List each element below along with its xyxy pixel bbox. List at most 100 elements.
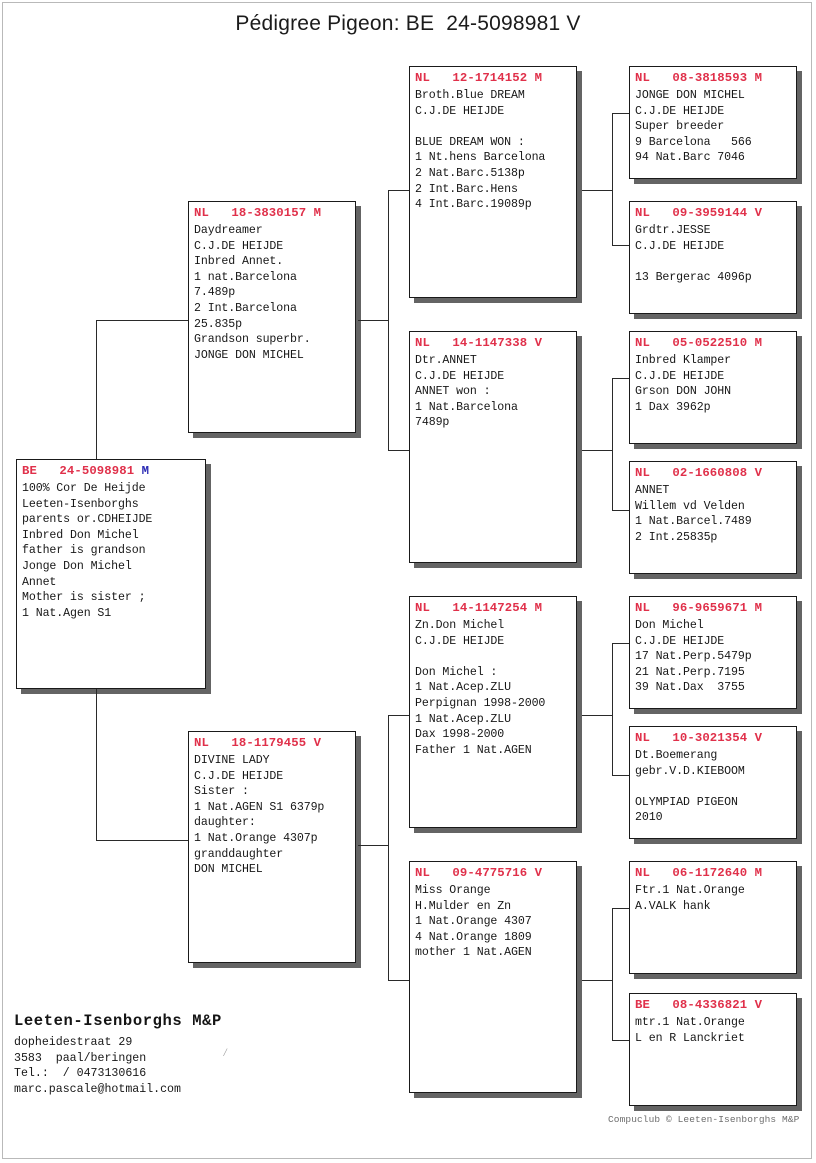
detail-line: C.J.DE HEIJDE xyxy=(635,369,725,383)
detail-line: DON MICHEL xyxy=(194,863,263,877)
detail-line: Broth.Blue DREAM xyxy=(415,89,525,102)
pedigree-box-grandparent-4[interactable]: NL 09-4775716 V Miss Orange H.Mulder en … xyxy=(409,861,577,1093)
detail-line: 1 Nat.Acep.ZLU xyxy=(415,712,512,726)
detail-line: 100% Cor De Heijde xyxy=(22,482,146,495)
detail-line: 1 Nat.Barcelona xyxy=(415,400,518,414)
ring-number-grandparent-3: NL 14-1147254 M xyxy=(415,601,543,615)
ring-number-grandparent-4: NL 09-4775716 V xyxy=(415,866,543,880)
pedigree-box-great-grandparent-8[interactable]: BE 08-4336821 V mtr.1 Nat.Orange L en R … xyxy=(629,993,797,1106)
connector-mother-to-gp3 xyxy=(388,715,410,716)
detail-line: Sister : xyxy=(194,785,249,799)
detail-line: Dt.Boemerang xyxy=(635,749,718,762)
detail-line: 2 Int.Barc.Hens xyxy=(415,182,518,196)
detail-lines-father: Daydreamer C.J.DE HEIJDE Inbred Annet. 1… xyxy=(189,223,355,363)
detail-line: 4 Nat.Orange 1809 xyxy=(415,930,532,944)
detail-line: 13 Bergerac 4096p xyxy=(635,270,752,284)
pedigree-box-father[interactable]: NL 18-3830157 M Daydreamer C.J.DE HEIJDE… xyxy=(188,201,356,433)
pedigree-box-great-grandparent-1[interactable]: NL 08-3818593 M JONGE DON MICHEL C.J.DE … xyxy=(629,66,797,179)
detail-line: 1 nat.Barcelona xyxy=(194,270,297,284)
pedigree-box-great-grandparent-4[interactable]: NL 02-1660808 V ANNET Willem vd Velden 1… xyxy=(629,461,797,574)
detail-line: Mother is sister ; xyxy=(22,591,146,605)
pedigree-box-great-grandparent-2[interactable]: NL 09-3959144 V Grdtr.JESSE C.J.DE HEIJD… xyxy=(629,201,797,314)
detail-lines-great-grandparent-5: Don Michel C.J.DE HEIJDE 17 Nat.Perp.547… xyxy=(630,618,796,696)
ring-number-great-grandparent-3: NL 05-0522510 M xyxy=(635,336,763,350)
detail-line: Grdtr.JESSE xyxy=(635,224,711,237)
detail-line: 1 Nat.Orange 4307p xyxy=(194,831,318,845)
detail-lines-grandparent-1: Broth.Blue DREAM C.J.DE HEIJDE BLUE DREA… xyxy=(410,88,576,213)
detail-line: 1 Nat.AGEN S1 6379p xyxy=(194,800,325,814)
pedigree-box-mother[interactable]: NL 18-1179455 V DIVINE LADY C.J.DE HEIJD… xyxy=(188,731,356,963)
ring-number-grandparent-1: NL 12-1714152 M xyxy=(415,71,543,85)
ring-number-father: NL 18-3830157 M xyxy=(194,206,322,220)
detail-line: Super breeder xyxy=(635,120,725,134)
detail-line: ANNET won : xyxy=(415,385,491,399)
detail-line: Dtr.ANNET xyxy=(415,354,477,367)
connector-father-to-gp2 xyxy=(388,450,410,451)
ring-number-great-grandparent-7: NL 06-1172640 M xyxy=(635,866,763,880)
sex-glyph-subject: M xyxy=(141,464,150,478)
detail-line: DIVINE LADY xyxy=(194,754,270,767)
detail-line: A.VALK hank xyxy=(635,899,711,913)
detail-lines-great-grandparent-4: ANNET Willem vd Velden 1 Nat.Barcel.7489… xyxy=(630,483,796,545)
detail-line: Leeten-Isenborghs xyxy=(22,497,139,511)
detail-line: Dax 1998-2000 xyxy=(415,728,505,742)
ring-number-great-grandparent-1: NL 08-3818593 M xyxy=(635,71,763,85)
ring-number-great-grandparent-2: NL 09-3959144 V xyxy=(635,206,763,220)
breeder-name: Leeten-Isenborghs M&P xyxy=(14,1012,222,1030)
detail-line: Don Michel xyxy=(635,619,704,632)
pedigree-box-grandparent-2[interactable]: NL 14-1147338 V Dtr.ANNET C.J.DE HEIJDE … xyxy=(409,331,577,563)
detail-lines-mother: DIVINE LADY C.J.DE HEIJDE Sister : 1 Nat… xyxy=(189,753,355,878)
detail-line: 94 Nat.Barc 7046 xyxy=(635,151,745,165)
pedigree-box-grandparent-1[interactable]: NL 12-1714152 M Broth.Blue DREAM C.J.DE … xyxy=(409,66,577,298)
detail-line: Miss Orange xyxy=(415,884,491,897)
scan-artifact-mark: ⁄ xyxy=(222,1048,229,1060)
detail-line: 4 Int.Barc.19089p xyxy=(415,198,532,212)
detail-line: 1 Nat.Acep.ZLU xyxy=(415,681,512,695)
detail-lines-grandparent-3: Zn.Don Michel C.J.DE HEIJDE Don Michel :… xyxy=(410,618,576,758)
pedigree-box-subject[interactable]: BE 24-5098981 M 100% Cor De Heijde Leete… xyxy=(16,459,206,689)
connector-gp4-trunk xyxy=(612,908,613,1040)
connector-gp2-trunk xyxy=(612,378,613,510)
detail-line: 7.489p xyxy=(194,286,236,300)
connector-gp4-stub xyxy=(582,980,612,981)
detail-line: Ftr.1 Nat.Orange xyxy=(635,884,745,897)
detail-line: C.J.DE HEIJDE xyxy=(415,369,505,383)
ring-number-grandparent-2: NL 14-1147338 V xyxy=(415,336,543,350)
detail-line: 1 Dax 3962p xyxy=(635,400,711,414)
pedigree-box-great-grandparent-5[interactable]: NL 96-9659671 M Don Michel C.J.DE HEIJDE… xyxy=(629,596,797,709)
connector-gp2-stub xyxy=(582,450,612,451)
connector-father-stub xyxy=(358,320,388,321)
detail-line: Inbred Klamper xyxy=(635,354,732,367)
breeder-email: marc.pascale@hotmail.com xyxy=(14,1082,181,1096)
connector-subject-to-mother xyxy=(96,840,188,841)
pedigree-box-great-grandparent-3[interactable]: NL 05-0522510 M Inbred Klamper C.J.DE HE… xyxy=(629,331,797,444)
detail-line: Daydreamer xyxy=(194,224,263,237)
detail-line xyxy=(415,649,576,665)
connector-gp3-trunk xyxy=(612,643,613,775)
detail-line: 25.835p xyxy=(194,317,243,331)
pedigree-box-great-grandparent-7[interactable]: NL 06-1172640 M Ftr.1 Nat.Orange A.VALK … xyxy=(629,861,797,974)
pedigree-box-grandparent-3[interactable]: NL 14-1147254 M Zn.Don Michel C.J.DE HEI… xyxy=(409,596,577,828)
connector-gp1-trunk xyxy=(612,113,613,245)
detail-lines-great-grandparent-1: JONGE DON MICHEL C.J.DE HEIJDE Super bre… xyxy=(630,88,796,166)
detail-line: Inbred Annet. xyxy=(194,255,284,269)
detail-line: C.J.DE HEIJDE xyxy=(635,634,725,648)
detail-line xyxy=(635,254,796,270)
detail-line: 2 Nat.Barc.5138p xyxy=(415,166,525,180)
connector-gp3-to-ggp6 xyxy=(612,775,630,776)
connector-gp1-to-ggp1 xyxy=(612,113,630,114)
detail-line: Inbred Don Michel xyxy=(22,528,139,542)
detail-line: C.J.DE HEIJDE xyxy=(194,239,284,253)
ring-number-great-grandparent-6: NL 10-3021354 V xyxy=(635,731,763,745)
detail-line: Don Michel : xyxy=(415,665,498,679)
ring-number-subject: BE 24-5098981 M xyxy=(22,464,150,478)
detail-line: mtr.1 Nat.Orange xyxy=(635,1016,745,1029)
detail-line: 1 Nt.hens Barcelona xyxy=(415,151,546,165)
detail-line: C.J.DE HEIJDE xyxy=(635,239,725,253)
ring-number-great-grandparent-5: NL 96-9659671 M xyxy=(635,601,763,615)
connector-gp1-to-ggp2 xyxy=(612,245,630,246)
detail-line: OLYMPIAD PIGEON xyxy=(635,795,738,809)
pedigree-box-great-grandparent-6[interactable]: NL 10-3021354 V Dt.Boemerang gebr.V.D.KI… xyxy=(629,726,797,839)
connector-gp1-stub xyxy=(582,190,612,191)
detail-line: Jonge Don Michel xyxy=(22,559,132,573)
